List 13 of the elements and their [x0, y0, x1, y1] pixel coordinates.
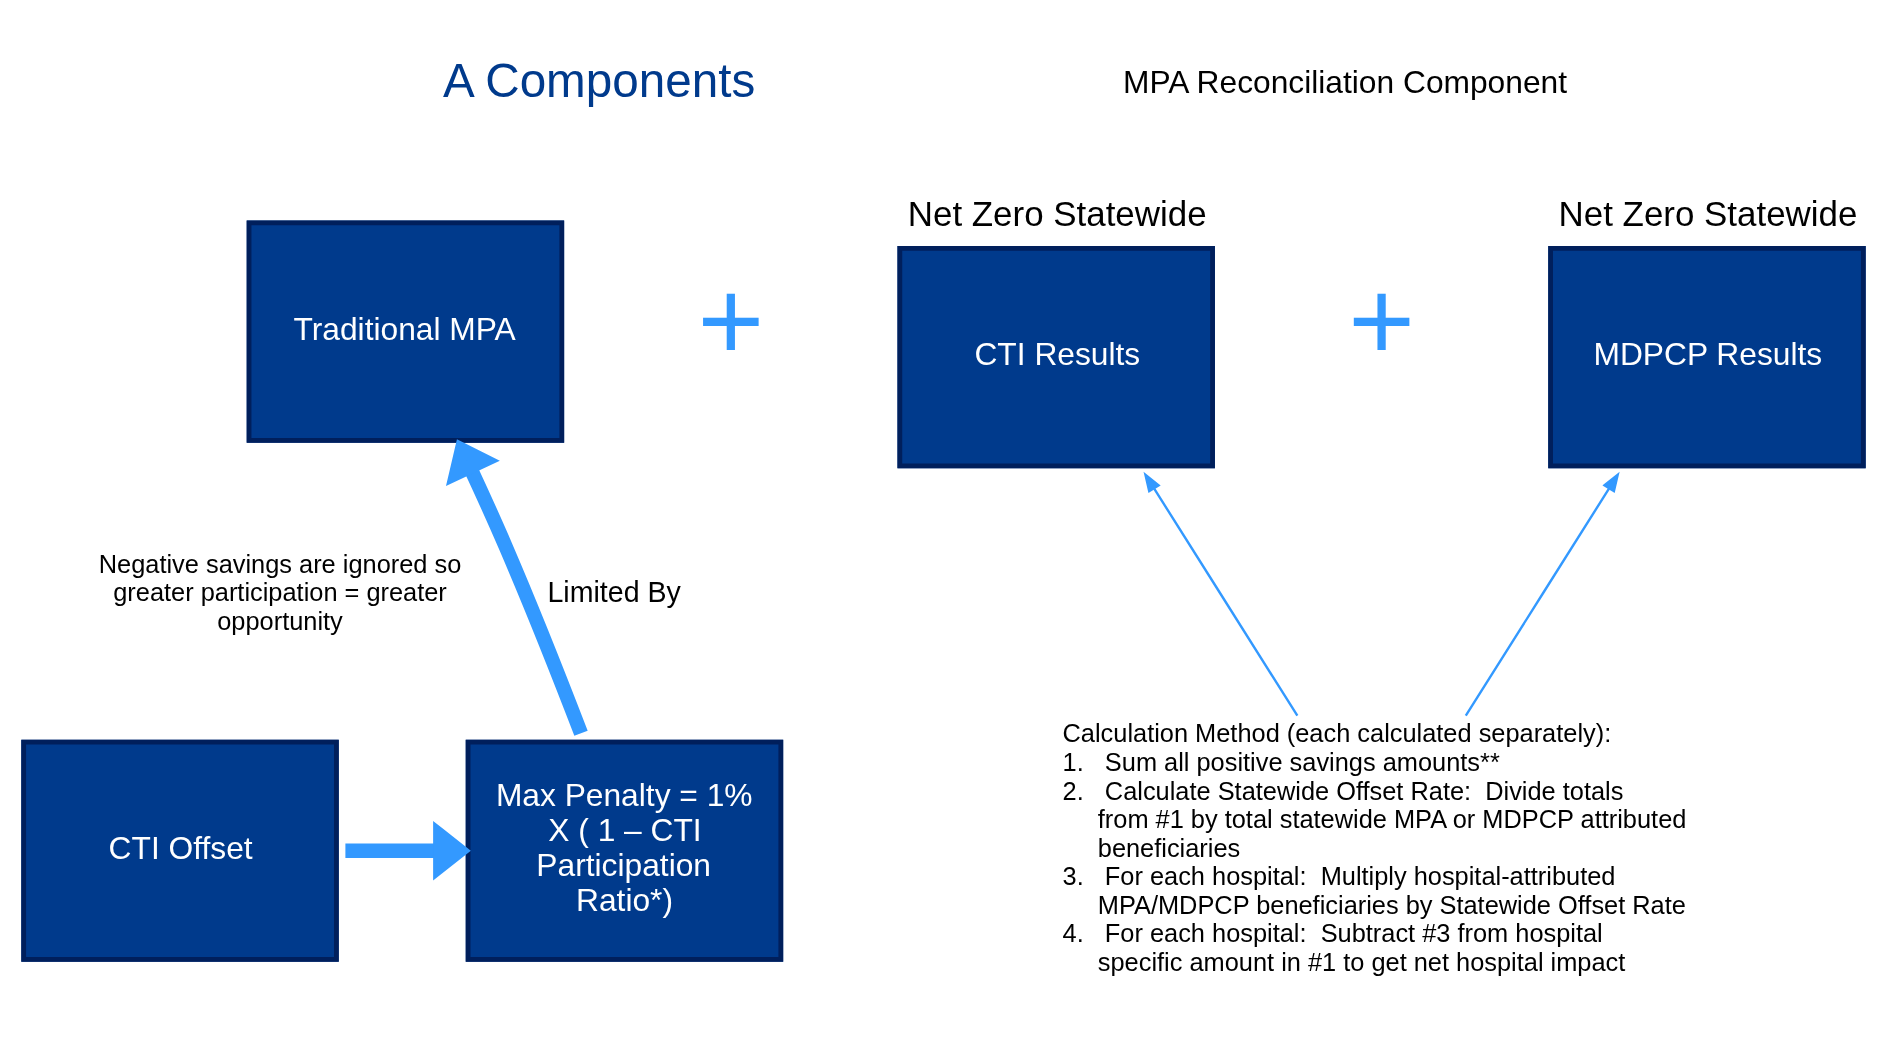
- arrow: [345, 820, 471, 880]
- edge-label: Limited By: [547, 575, 681, 608]
- label: MPA Reconciliation Component: [1123, 63, 1568, 100]
- label: +: [1348, 256, 1415, 384]
- node-text: Calculation Method (each calculated separately): 1. Sum all positive savings amounts** 2. Calculate Statewide Offset Rate: Divide totals from #1 by total statewide MPA or MDPCP attributed beneficiaries 3. For each hospital: Multiply hospital-attributed MPA/MDPCP beneficiaries by Statewide Offset Rate 4. For each hospital: Subtract #3 from hospital specific amount in #1 to get net hospital impact: [1062, 718, 1687, 976]
- arrow: [445, 438, 588, 736]
- arrow: [1143, 471, 1299, 716]
- node-label: Net Zero Statewide: [1558, 193, 1858, 233]
- label: Negative savings are ignored so greater participation = greater opportunity: [98, 549, 462, 635]
- label: +: [697, 256, 765, 384]
- arrow: [1464, 471, 1620, 716]
- label: A Components: [442, 53, 756, 107]
- node-label: Net Zero Statewide: [907, 193, 1207, 233]
